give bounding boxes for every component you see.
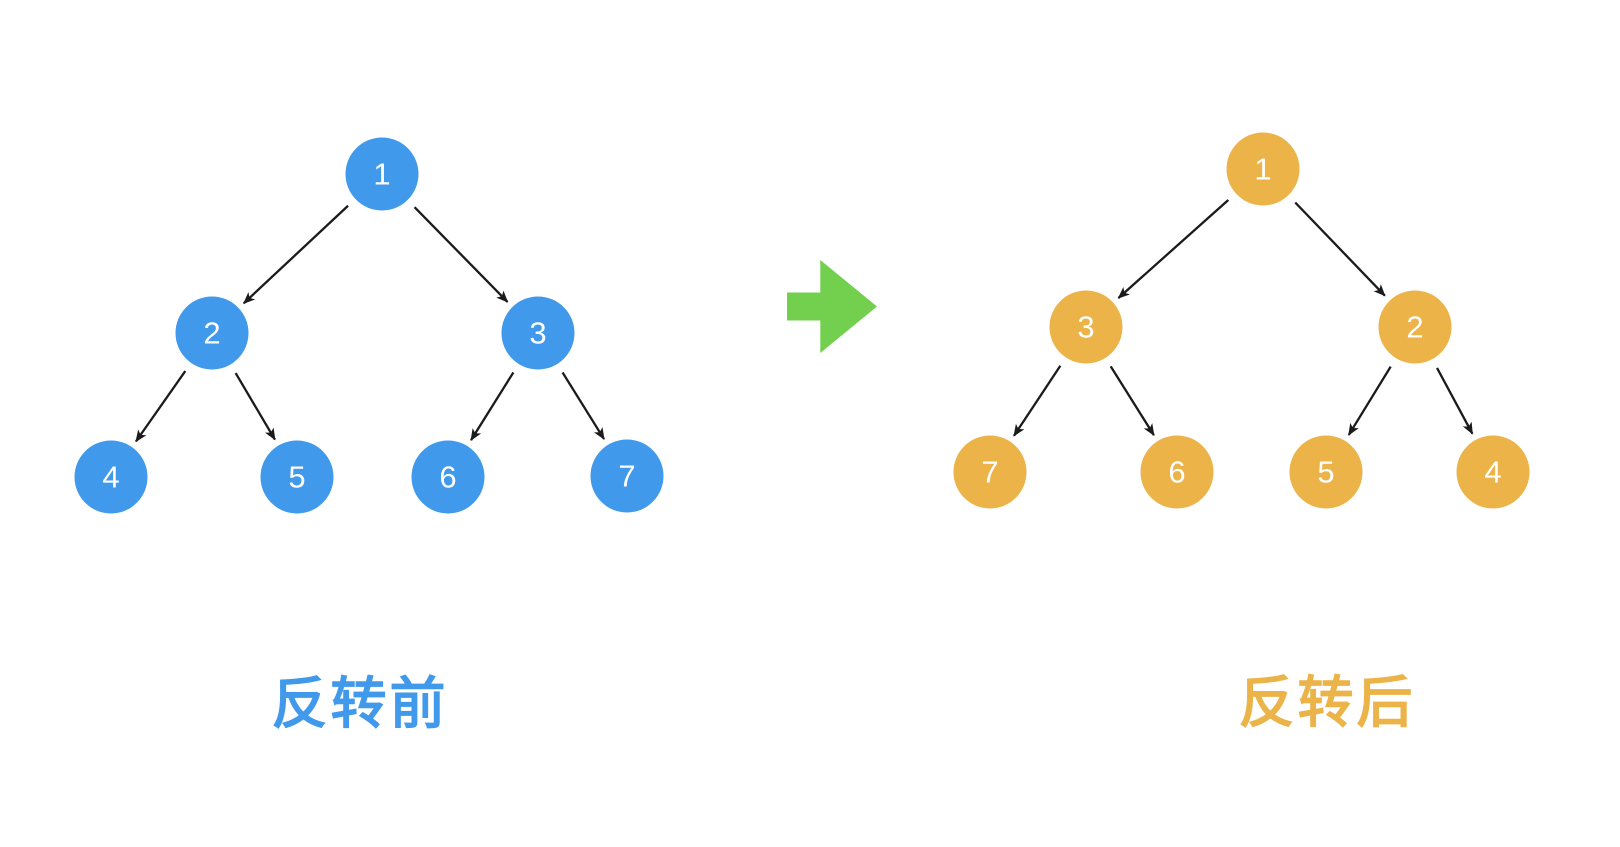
tree-node-before-7: 7 bbox=[590, 439, 664, 513]
tree-node-after-7: 7 bbox=[953, 435, 1027, 509]
tree-edge-before-2-5 bbox=[234, 372, 276, 441]
tree-edge-after-3-7 bbox=[1013, 365, 1062, 437]
caption-after-inversion: 反转后 bbox=[1238, 671, 1416, 734]
caption-before-inversion: 反转前 bbox=[271, 672, 449, 735]
tree-edge-before-1-3 bbox=[413, 206, 509, 303]
tree-node-after-6: 6 bbox=[1140, 435, 1214, 509]
tree-node-after-2: 2 bbox=[1378, 290, 1452, 364]
tree-node-after-3: 3 bbox=[1049, 290, 1123, 364]
tree-node-before-4: 4 bbox=[74, 440, 148, 514]
tree-node-after-4: 4 bbox=[1456, 435, 1530, 509]
tree-edge-after-1-3 bbox=[1117, 199, 1230, 299]
tree-edge-after-2-5 bbox=[1347, 366, 1392, 436]
tree-edge-before-3-6 bbox=[470, 371, 515, 441]
tree-node-before-5: 5 bbox=[260, 440, 334, 514]
tree-node-before-3: 3 bbox=[501, 296, 575, 370]
tree-edge-after-1-2 bbox=[1294, 201, 1386, 297]
tree-node-after-5: 5 bbox=[1289, 435, 1363, 509]
tree-edge-after-2-4 bbox=[1436, 367, 1474, 435]
tree-edge-after-3-6 bbox=[1109, 365, 1155, 437]
right-arrow-icon bbox=[787, 260, 877, 353]
tree-edge-before-2-4 bbox=[135, 370, 187, 443]
tree-node-before-6: 6 bbox=[411, 440, 485, 514]
tree-edge-before-3-7 bbox=[561, 371, 605, 440]
tree-node-before-1: 1 bbox=[345, 137, 419, 211]
tree-node-before-2: 2 bbox=[175, 296, 249, 370]
tree-edge-before-1-2 bbox=[242, 204, 349, 305]
tree-node-after-1: 1 bbox=[1226, 132, 1300, 206]
